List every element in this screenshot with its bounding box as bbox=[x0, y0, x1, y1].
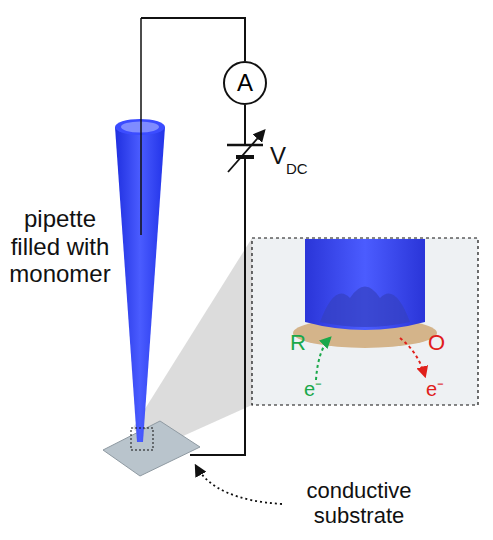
substrate bbox=[103, 421, 200, 476]
electrode-wire bbox=[140, 18, 142, 235]
source-label: V bbox=[270, 142, 286, 170]
battery-symbol bbox=[227, 144, 263, 147]
battery-symbol bbox=[236, 155, 254, 159]
electron-arrow bbox=[400, 338, 425, 376]
inset-box bbox=[252, 238, 478, 405]
reduction-label: R bbox=[290, 330, 306, 355]
pipette bbox=[115, 127, 165, 442]
electron-label: e⁻ bbox=[426, 378, 444, 401]
pipette-label: pipette filled with monomer bbox=[4, 205, 116, 288]
electron-label: e⁻ bbox=[304, 378, 322, 401]
ammeter-symbol: A bbox=[223, 61, 267, 105]
variable-arrow bbox=[228, 131, 264, 172]
meniscus bbox=[320, 287, 410, 328]
pipette-tip bbox=[305, 239, 425, 330]
pipette-top bbox=[115, 119, 165, 135]
pipette-bore bbox=[121, 122, 159, 133]
wire bbox=[190, 157, 245, 455]
substrate-label: conductive substrate bbox=[284, 478, 434, 529]
oxidation-label: O bbox=[428, 330, 445, 355]
electron-arrow bbox=[316, 338, 330, 380]
wire bbox=[141, 18, 245, 61]
source-subscript: DC bbox=[286, 160, 308, 177]
leader-arrow bbox=[196, 466, 282, 504]
meter-letter: A bbox=[237, 71, 253, 95]
wire bbox=[244, 105, 246, 145]
zoom-box bbox=[131, 428, 153, 450]
